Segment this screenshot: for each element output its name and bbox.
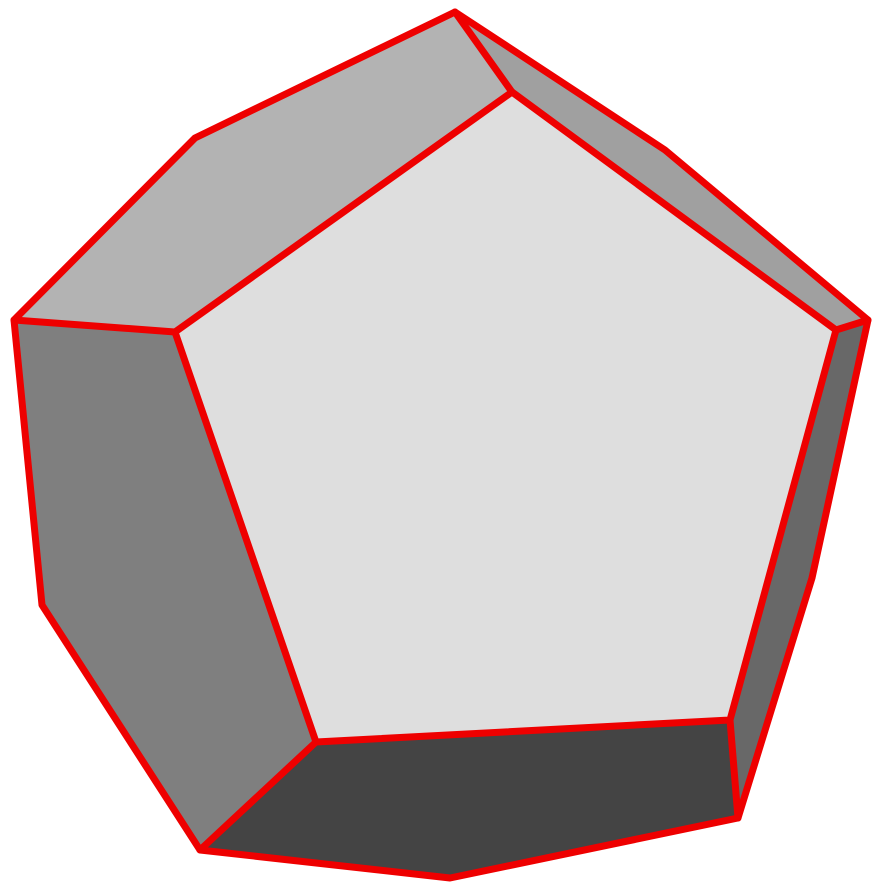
spoke-edge-bottom-right [726, 716, 742, 822]
front-face-edge [171, 88, 840, 746]
spoke-edge-top [451, 8, 516, 96]
spoke-edge-right [832, 316, 872, 334]
spoke-edge-left [10, 316, 179, 336]
edges-layer [10, 8, 872, 882]
spoke-edge-bottom-left [196, 738, 320, 854]
outline-edge [10, 8, 872, 882]
